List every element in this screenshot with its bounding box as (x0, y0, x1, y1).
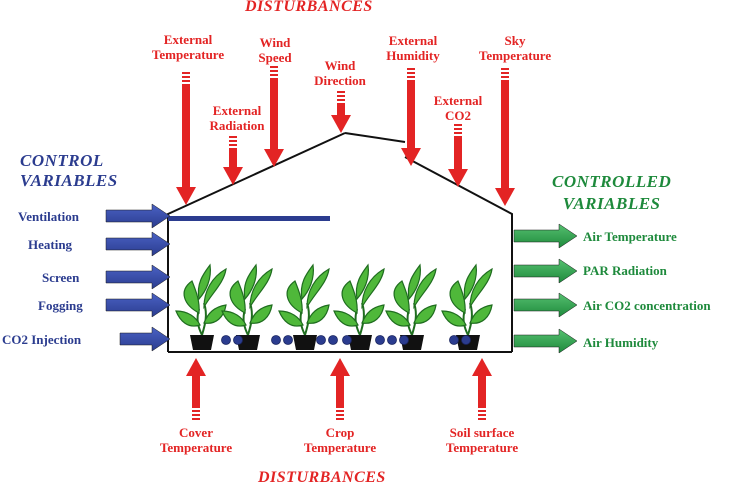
screen-bar (168, 216, 330, 221)
soil-pebble-6 (328, 335, 338, 345)
control-title-line-2: VARIABLES (20, 171, 118, 190)
arrow-external-radiation (223, 136, 243, 185)
plant-leaves (278, 264, 330, 336)
label-air-co2-concentration: Air CO2 concentration (583, 298, 711, 313)
arrow-air-co2-concentration (513, 292, 578, 318)
label-fogging: Fogging (38, 298, 83, 313)
soil-pebble-12 (461, 335, 471, 345)
arrow-air-humidity (513, 328, 578, 354)
plant-leaves (441, 264, 493, 336)
plant-pot (348, 335, 372, 350)
label-heating: Heating (28, 237, 73, 252)
soil-pebble-5 (316, 335, 326, 345)
control-title-line-1: CONTROL (20, 151, 104, 170)
arrow-screen (105, 264, 171, 290)
label-co2-injection: CO2 Injection (2, 332, 82, 347)
plant-leaves (175, 264, 227, 336)
soil-pebble-9 (387, 335, 397, 345)
soil-pebble-10 (399, 335, 409, 345)
arrow-fogging (105, 292, 171, 318)
arrow-ventilation (105, 203, 171, 229)
soil-pebble-2 (233, 335, 243, 345)
greenhouse-roof-peak (344, 132, 406, 143)
arrow-air-temperature (513, 223, 578, 249)
controlled-title-line-2: VARIABLES (562, 194, 661, 213)
plant-4 (333, 264, 385, 350)
plant-3 (278, 264, 330, 350)
label-air-temperature: Air Temperature (583, 229, 677, 244)
arrow-external-co2 (448, 124, 468, 187)
label-ventilation: Ventilation (18, 209, 79, 224)
crop-layer (175, 264, 493, 350)
plant-leaves (385, 264, 437, 336)
label-screen: Screen (42, 270, 80, 285)
arrow-wind-direction (331, 91, 351, 133)
label-par-radiation: PAR Radiation (583, 263, 667, 278)
disturbances-title-top: DISTURBANCES (245, 0, 373, 15)
arrow-cover-temperature (186, 358, 206, 420)
arrow-wind-speed (264, 66, 284, 167)
arrow-par-radiation (513, 258, 578, 284)
controlled-title-line-1: CONTROLLED (552, 172, 672, 191)
disturbances-title-bottom: DISTURBANCES (258, 469, 386, 486)
plant-1 (175, 264, 227, 350)
soil-pebble-1 (221, 335, 231, 345)
control-variables-title: CONTROL VARIABLES (20, 151, 118, 191)
soil-pebble-3 (271, 335, 281, 345)
soil-pebble-11 (449, 335, 459, 345)
label-air-humidity: Air Humidity (583, 335, 659, 350)
plant-pot (293, 335, 317, 350)
soil-pebble-7 (342, 335, 352, 345)
soil-pebble-8 (375, 335, 385, 345)
arrow-external-temperature (176, 72, 196, 205)
controlled-variables-title: CONTROLLED VARIABLES (552, 171, 671, 215)
arrow-sky-temperature (495, 68, 515, 206)
plant-leaves (333, 264, 385, 336)
greenhouse-right-roof (404, 156, 513, 352)
arrow-co2-injection (119, 326, 171, 352)
arrow-external-humidity (401, 68, 421, 166)
soil-pebble-4 (283, 335, 293, 345)
arrow-crop-temperature (330, 358, 350, 420)
plant-leaves (221, 264, 273, 336)
arrows-layer (105, 66, 578, 420)
arrow-heating (105, 231, 171, 257)
arrow-soil-surface-temperature (472, 358, 492, 420)
plant-pot (190, 335, 214, 350)
